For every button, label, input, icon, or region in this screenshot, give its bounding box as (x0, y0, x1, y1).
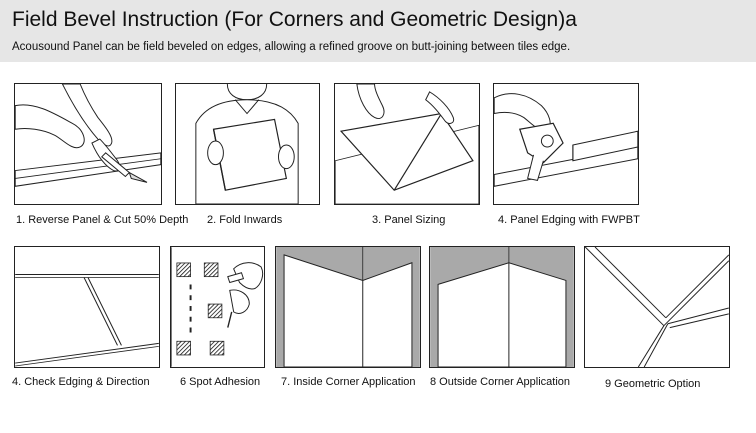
step-3-panel (334, 83, 480, 205)
spot-adhesion-illustration (171, 247, 264, 367)
step-4-caption: 4. Panel Edging with FWPBT (498, 214, 640, 226)
geometric-option-illustration (585, 247, 729, 367)
cutting-knife-illustration (15, 84, 161, 187)
folding-panel-illustration (195, 84, 299, 204)
step-3-caption: 3. Panel Sizing (372, 214, 446, 226)
step-2-panel (175, 83, 320, 205)
edging-tool-illustration (494, 93, 638, 187)
header-banner: Field Bevel Instruction (For Corners and… (0, 0, 756, 62)
step-7-panel (275, 246, 421, 368)
step-1-panel (14, 83, 162, 205)
step-4-panel (493, 83, 639, 205)
step-6-caption: 6 Spot Adhesion (180, 376, 261, 388)
page-title: Field Bevel Instruction (For Corners and… (12, 8, 577, 31)
step-9-panel (584, 246, 730, 368)
step-8-panel (429, 246, 575, 368)
step-9-caption: 9 Geometric Option (605, 378, 701, 390)
step-8-caption: 8 Outside Corner Application (430, 376, 571, 388)
outside-corner-illustration (430, 247, 574, 367)
step-7-caption: 7. Inside Corner Application (281, 376, 416, 388)
step-5-caption: 4. Check Edging & Direction (12, 376, 150, 388)
inside-corner-illustration (276, 247, 420, 367)
page-subtitle: Acousound Panel can be field beveled on … (12, 41, 571, 53)
panel-sizing-illustration (335, 84, 479, 204)
step-6-panel (170, 246, 265, 368)
step-2-caption: 2. Fold Inwards (207, 214, 283, 226)
check-edging-illustration (15, 274, 159, 367)
step-1-caption: 1. Reverse Panel & Cut 50% Depth (16, 214, 189, 226)
step-5-panel (14, 246, 160, 368)
